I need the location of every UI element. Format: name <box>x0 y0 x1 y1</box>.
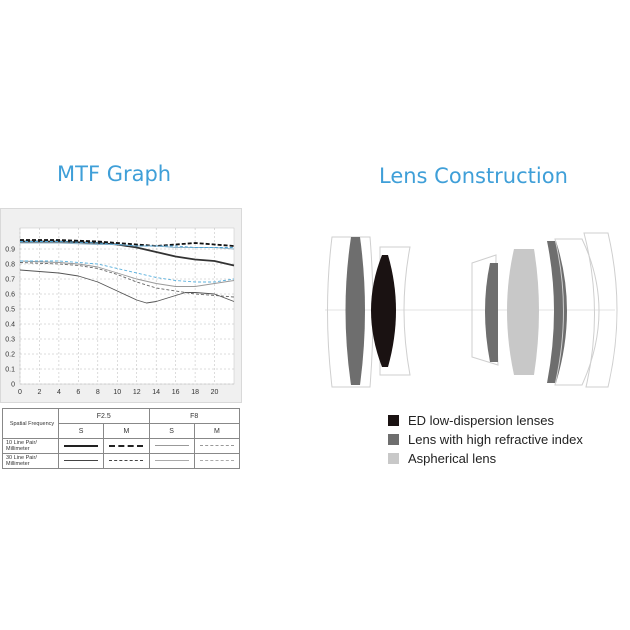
x-tick-label-7: 14 <box>152 389 160 396</box>
swatch-30lp-m-f8 <box>193 453 241 469</box>
y-tick-label-4: 0.4 <box>5 322 15 329</box>
y-tick-label-2: 0.2 <box>5 352 15 359</box>
ed-lens <box>371 255 396 367</box>
col-s-f2-5: S <box>57 423 105 439</box>
lens-outline-2 <box>379 246 411 376</box>
legend-ed-label: ED low-dispersion lenses <box>408 413 554 428</box>
x-tick-label-9: 18 <box>191 389 199 396</box>
mtf-series-6 <box>19 260 235 287</box>
swatch-10lp-m-f8 <box>193 438 241 454</box>
mtf-series-7 <box>20 260 235 283</box>
x-tick-label-8: 16 <box>172 389 180 396</box>
mtf-chart: 0 2 4 6 8 10 12 14 16 18 20 0 0.1 0.2 0.3 0.4 0.5 0.6 0.7 0… <box>5 227 235 396</box>
x-tick-label-0: 0 <box>18 389 22 396</box>
legend-ed-lens: ED low-dispersion lenses <box>388 413 554 428</box>
mtf-legend-table: Spatial Frequency F2.5 F8 S M S M 10 Lin… <box>2 408 241 469</box>
aperture-f8: F8 <box>148 408 240 424</box>
y-tick-label-7: 0.7 <box>5 277 15 284</box>
lens-outline-5 <box>583 232 618 388</box>
legend-high-index-swatch <box>388 434 399 445</box>
x-tick-label-2: 4 <box>57 389 61 396</box>
x-tick-label-10: 20 <box>211 389 219 396</box>
x-tick-label-1: 2 <box>38 389 42 396</box>
legend-ed-swatch <box>388 415 399 426</box>
mtf-series-0 <box>20 240 235 267</box>
high-index-lens-rear-2 <box>547 241 567 383</box>
col-m-f2-5: M <box>103 423 150 439</box>
swatch-10lp-s-f8 <box>148 438 195 454</box>
legend-aspherical-label: Aspherical lens <box>408 451 497 466</box>
swatch-30lp-s-f8 <box>148 453 195 469</box>
y-tick-label-3: 0.3 <box>5 337 15 344</box>
y-tick-label-6: 0.6 <box>5 292 15 299</box>
mtf-graph-title: MTF Graph <box>57 162 172 186</box>
aperture-f2-5: F2.5 <box>58 408 150 424</box>
mtf-series-1 <box>20 239 235 247</box>
y-tick-label-8: 0.8 <box>5 262 15 269</box>
lens-construction-diagram <box>325 232 618 388</box>
mtf-series-3 <box>20 241 234 248</box>
mtf-series-4 <box>19 269 235 304</box>
legend-high-index-lens: Lens with high refractive index <box>388 432 583 447</box>
y-tick-label-9: 0.9 <box>5 247 15 254</box>
y-tick-label-0: 0 <box>11 382 15 389</box>
legend-high-index-label: Lens with high refractive index <box>408 432 583 447</box>
swatch-10lp-m-f2-5 <box>103 438 150 454</box>
y-tick-label-1: 0.1 <box>5 367 15 374</box>
high-index-lens-rear-1 <box>485 263 498 362</box>
lens-construction-title: Lens Construction <box>379 164 568 188</box>
spatial-frequency-header: Spatial Frequency <box>2 408 59 439</box>
swatch-10lp-s-f2-5 <box>57 438 105 454</box>
high-index-lens-front <box>345 237 365 385</box>
aspherical-lens <box>507 249 539 375</box>
lens-outline-1 <box>327 236 374 388</box>
row-10lp: 10 Line Pair/ Millimeter <box>2 438 59 454</box>
swatch-30lp-s-f2-5 <box>57 453 105 469</box>
plot-area <box>19 227 235 385</box>
col-m-f8: M <box>193 423 241 439</box>
legend-aspherical-lens: Aspherical lens <box>388 451 496 466</box>
x-tick-label-5: 10 <box>113 389 121 396</box>
x-tick-label-6: 12 <box>133 389 141 396</box>
col-s-f8: S <box>148 423 195 439</box>
x-tick-label-4: 8 <box>96 389 100 396</box>
row-30lp: 30 Line Pair/ Millimeter <box>2 453 59 469</box>
swatch-30lp-m-f2-5 <box>103 453 150 469</box>
lens-outline-4 <box>554 238 600 386</box>
legend-aspherical-swatch <box>388 453 399 464</box>
y-tick-label-5: 0.5 <box>5 307 15 314</box>
mtf-series-5 <box>19 262 235 298</box>
x-tick-label-3: 6 <box>76 389 80 396</box>
